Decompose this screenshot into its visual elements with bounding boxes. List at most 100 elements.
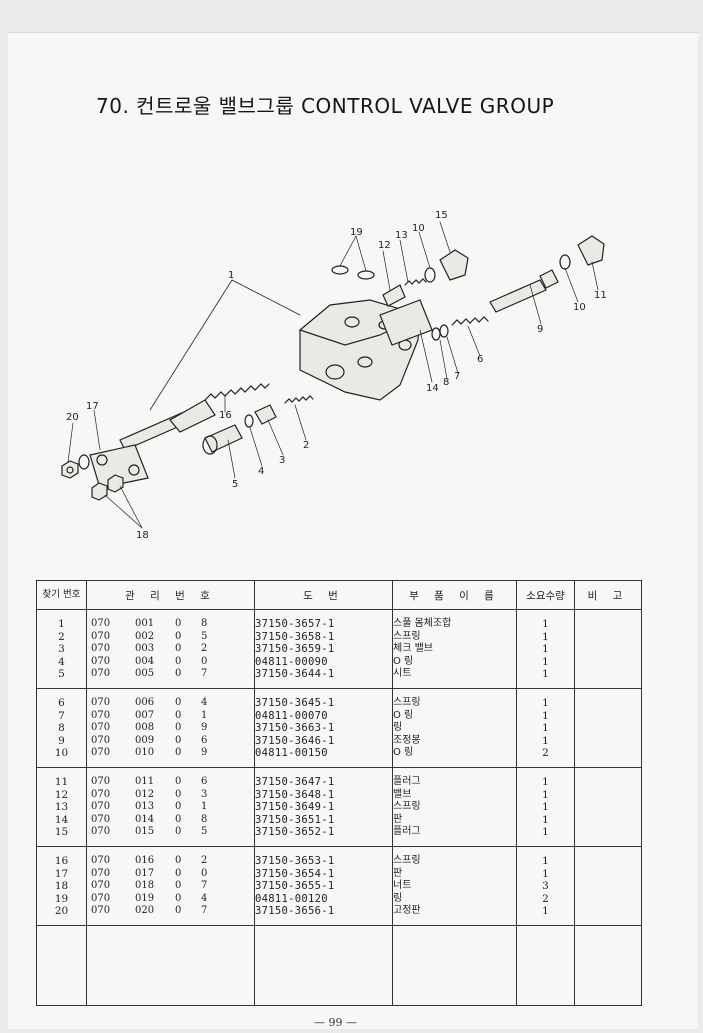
mgmt-no-part: 009 bbox=[135, 734, 155, 746]
part-name: 시트 bbox=[393, 668, 412, 680]
qty: 3 bbox=[542, 880, 549, 893]
mgmt-no-part: 0 bbox=[175, 668, 182, 680]
remarks bbox=[575, 880, 641, 893]
remarks bbox=[575, 656, 641, 669]
qty: 1 bbox=[542, 722, 549, 735]
drawing-no: 37150-3652-1 bbox=[255, 826, 335, 839]
mgmt-no-part: 070 bbox=[91, 813, 111, 825]
callout-16: 16 bbox=[219, 410, 232, 421]
find-no: 8 bbox=[58, 722, 65, 735]
callout-12: 12 bbox=[378, 240, 391, 251]
mgmt-no-part: 020 bbox=[135, 905, 155, 917]
mgmt-no-part: 016 bbox=[135, 854, 155, 866]
mgmt-no-part: 070 bbox=[91, 892, 111, 904]
drawing-no: 37150-3658-1 bbox=[255, 630, 335, 643]
mgmt-no-part: 070 bbox=[91, 722, 111, 734]
remarks bbox=[575, 855, 641, 868]
remarks bbox=[575, 722, 641, 735]
qty: 2 bbox=[542, 747, 549, 760]
remarks bbox=[575, 643, 641, 656]
find-no: 4 bbox=[58, 655, 65, 668]
mgmt-no-part: 5 bbox=[201, 826, 208, 838]
drawing-no: 37150-3663-1 bbox=[255, 722, 335, 735]
mgmt-no-part: 7 bbox=[201, 668, 208, 680]
drawing-no: 37150-3644-1 bbox=[255, 668, 335, 681]
remarks bbox=[575, 814, 641, 827]
callout-6: 6 bbox=[477, 354, 483, 365]
part-name: 스풀 몸체조합 bbox=[393, 618, 452, 629]
find-no: 2 bbox=[58, 630, 65, 643]
mgmt-no-part: 1 bbox=[201, 801, 208, 813]
qty: 1 bbox=[542, 813, 549, 826]
mgmt-no-part: 070 bbox=[91, 826, 111, 838]
header-drawing-no: 도 번 bbox=[254, 580, 393, 610]
mgmt-no-part: 0 bbox=[175, 905, 182, 917]
callout-5: 5 bbox=[232, 479, 238, 490]
qty: 1 bbox=[542, 630, 549, 643]
qty: 1 bbox=[542, 655, 549, 668]
drawing-no: 37150-3647-1 bbox=[255, 775, 335, 788]
mgmt-no-part: 4 bbox=[201, 696, 208, 708]
part-name: O 링 bbox=[393, 747, 414, 759]
header-qty: 소요수량 bbox=[516, 580, 575, 610]
mgmt-no-part: 015 bbox=[135, 826, 155, 838]
drawing-no: 37150-3653-1 bbox=[255, 854, 335, 867]
find-no: 20 bbox=[54, 905, 69, 918]
mgmt-no-part: 070 bbox=[91, 734, 111, 746]
callout-4: 4 bbox=[258, 466, 264, 477]
remarks-cell bbox=[574, 688, 642, 768]
drawing-no: 37150-3651-1 bbox=[255, 813, 335, 826]
mgmt-no-part: 070 bbox=[91, 643, 111, 655]
mgmt-no-part: 0 bbox=[175, 618, 182, 629]
qty: 2 bbox=[542, 892, 549, 905]
qty: 1 bbox=[542, 801, 549, 814]
page-title: 70. 컨트로울 밸브그룹 CONTROL VALVE GROUP bbox=[96, 94, 555, 118]
remarks bbox=[575, 735, 641, 748]
callout-2: 2 bbox=[303, 440, 309, 451]
find-no: 7 bbox=[58, 709, 65, 722]
qty: 1 bbox=[542, 643, 549, 656]
callout-18: 18 bbox=[136, 530, 149, 541]
page-number: — 99 — bbox=[314, 1016, 357, 1029]
drawing-no: 37150-3645-1 bbox=[255, 696, 335, 709]
mgmt-no-part: 9 bbox=[201, 747, 208, 759]
mgmt-no-part: 070 bbox=[91, 668, 111, 680]
qty: 1 bbox=[542, 668, 549, 681]
mgmt-no-part: 0 bbox=[175, 747, 182, 759]
mgmt-no-part: 002 bbox=[135, 630, 155, 642]
mgmt-no-part: 8 bbox=[201, 618, 208, 629]
mgmt-no-part: 0 bbox=[175, 655, 182, 667]
remarks bbox=[575, 776, 641, 789]
qty: 1 bbox=[542, 905, 549, 918]
part-name: 체크 밸브 bbox=[393, 643, 433, 655]
mgmt-no-part: 0 bbox=[175, 854, 182, 866]
find-no: 18 bbox=[54, 880, 69, 893]
mgmt-no-part: 070 bbox=[91, 655, 111, 667]
mgmt-no-part: 070 bbox=[91, 788, 111, 800]
find-no: 11 bbox=[54, 775, 69, 788]
mgmt-no-part: 008 bbox=[135, 722, 155, 734]
remarks bbox=[575, 826, 641, 839]
mgmt-no-part: 0 bbox=[175, 734, 182, 746]
callout-11: 11 bbox=[594, 290, 607, 301]
mgmt-no-part: 001 bbox=[135, 618, 155, 629]
callout-15: 15 bbox=[435, 210, 448, 221]
